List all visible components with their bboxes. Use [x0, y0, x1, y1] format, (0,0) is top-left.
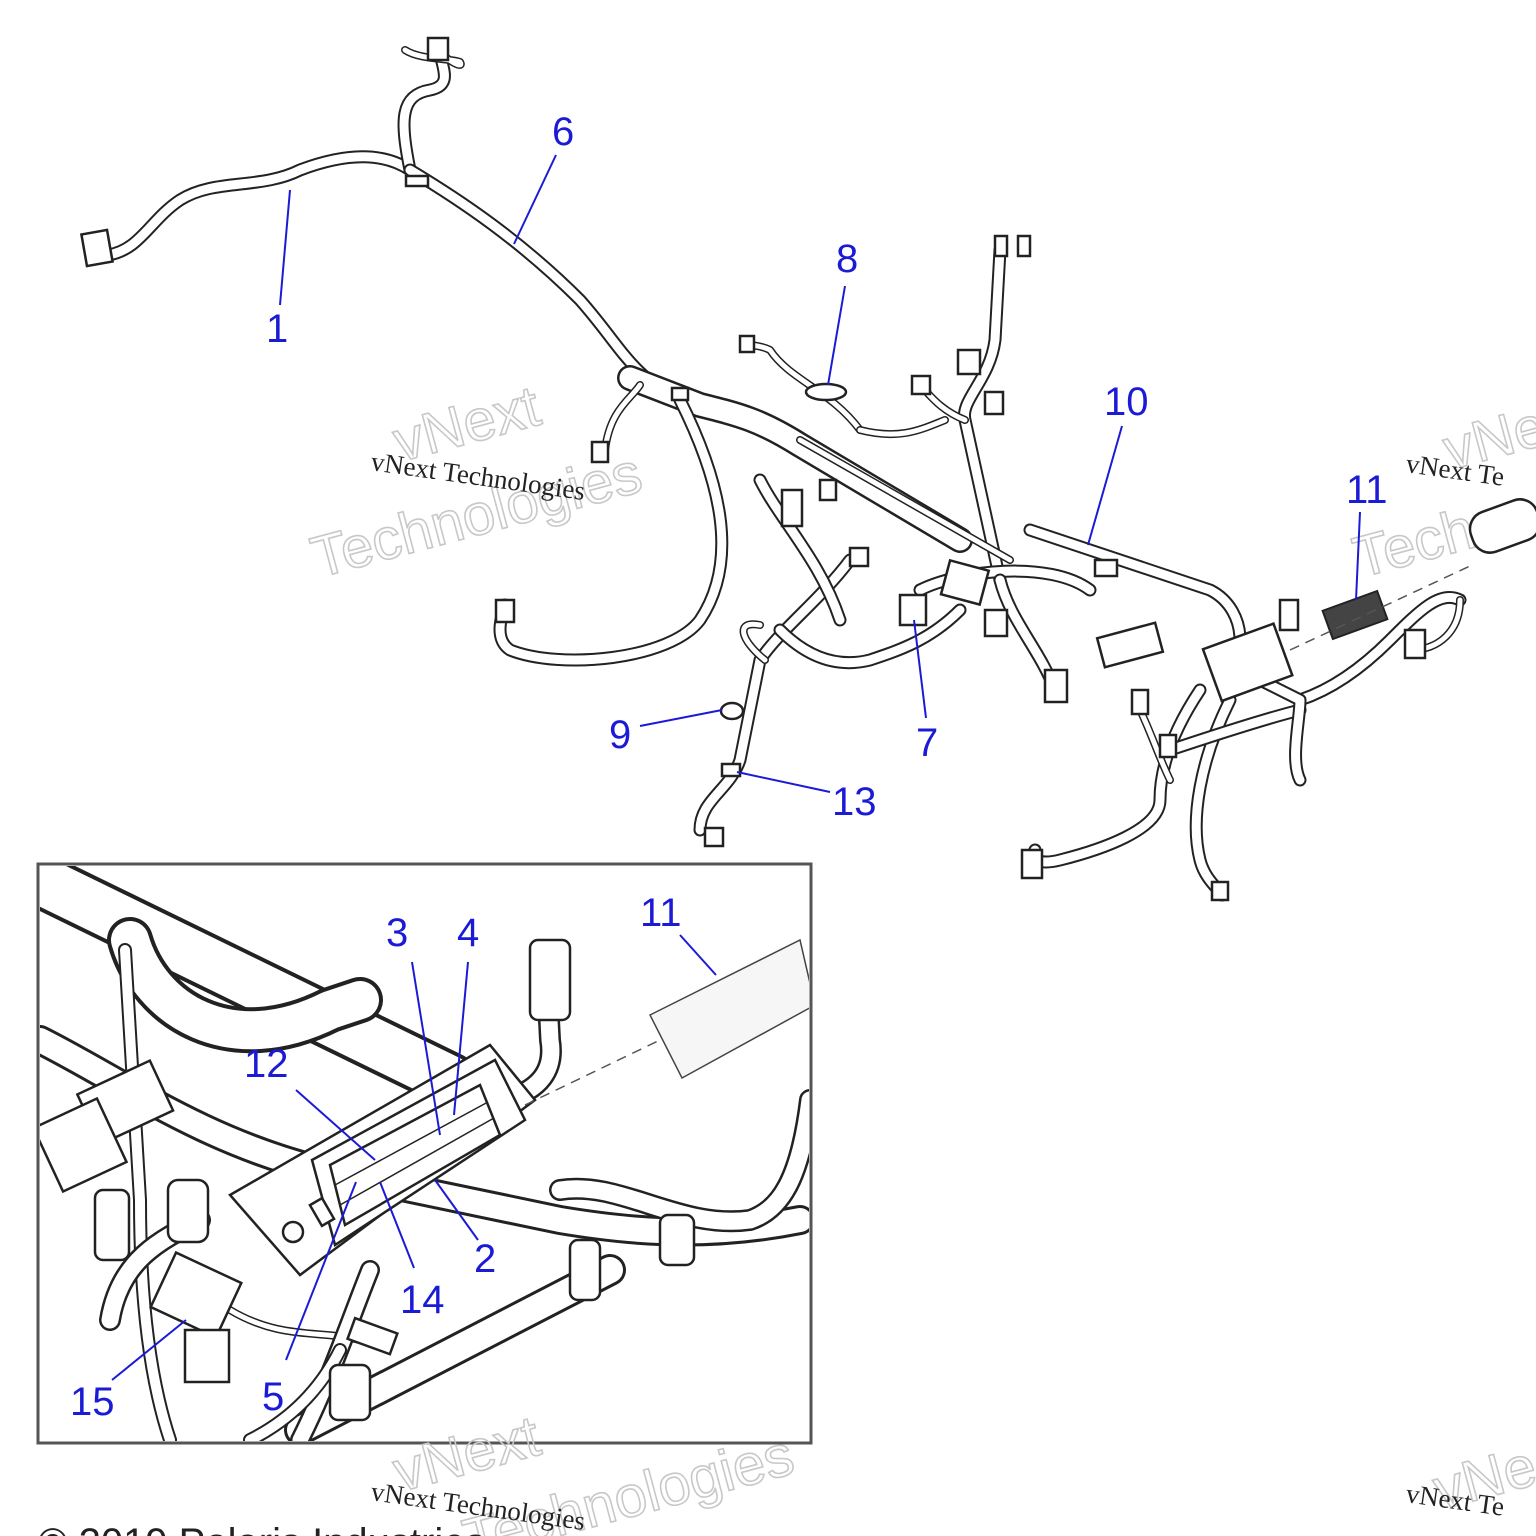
connector-far-right: [1403, 628, 1427, 660]
callout-10: 10: [1104, 380, 1149, 424]
connector-edge-right: [1468, 498, 1536, 554]
callout-9: 9: [609, 713, 631, 757]
connector-left-bundle-b: [818, 478, 838, 502]
connector-bottom-right-b: [1210, 880, 1230, 902]
callout-14: 14: [400, 1278, 445, 1322]
connector-10: [1093, 558, 1119, 578]
callout-1: 1: [266, 307, 288, 351]
footer-copyright: © 2019 Polaris Industries: [38, 1521, 485, 1536]
connector-top-right-a: [993, 234, 1009, 258]
center-junction: [939, 558, 991, 607]
clip-tie-b: [670, 386, 690, 402]
callout-8: 8: [836, 237, 858, 281]
callout-2: 2: [474, 1237, 496, 1281]
inset-detail: 3 4 11 12 2 14 15 5: [36, 862, 813, 1445]
connector-bottom-left: [494, 598, 516, 624]
inset-connector-left-b: [40, 1096, 129, 1194]
inset-decal-11: [648, 938, 809, 1080]
relay-block-b: [910, 374, 932, 396]
callout-12: 12: [244, 1042, 289, 1086]
inset-mount-hole: [281, 1220, 305, 1244]
inset-clip-lower: [328, 1363, 372, 1422]
relay-block-c: [983, 390, 1005, 416]
watermark-group-top: vNext Technologies vNext Technologies: [304, 373, 649, 592]
connector-bottom-right-a: [1020, 848, 1044, 880]
inset-connector-vertical: [93, 1188, 131, 1262]
clip-tie-a: [404, 174, 430, 188]
clip-9: [719, 701, 745, 721]
callout-13: 13: [832, 780, 877, 824]
relay-cluster: [1095, 621, 1165, 669]
connector-top: [426, 36, 450, 62]
connector-upper-left: [79, 228, 115, 268]
connector-right-c: [1130, 688, 1150, 716]
connector-13: [703, 826, 725, 848]
connector-fuse-right: [1278, 598, 1300, 632]
connector-center-b: [983, 608, 1009, 638]
callout-5: 5: [262, 1375, 284, 1419]
main-harness: [101, 43, 1467, 902]
connector-7: [898, 593, 928, 627]
connector-small-left: [590, 440, 610, 464]
connector-branch-8: [738, 334, 756, 354]
inset-clip-left: [166, 1178, 210, 1244]
callout-6: 6: [552, 110, 574, 154]
inset-ground-lug: [345, 1316, 399, 1356]
inset-dash-line: [524, 1039, 661, 1106]
callout-11-main: 11: [1346, 468, 1388, 512]
inset-clip-bottom: [568, 1238, 602, 1302]
clip-8: [804, 382, 848, 402]
callout-4: 4: [457, 911, 479, 955]
inset-clip-right: [658, 1213, 696, 1267]
callout-3: 3: [386, 911, 408, 955]
connector-center-bottom: [1043, 668, 1069, 704]
connector-left-bundle-c: [848, 546, 870, 568]
watermark-mono-bottom-group: vNext Technologies vNext Te: [369, 1476, 1506, 1536]
inset-bracket-slot: [308, 1196, 336, 1228]
main-callouts: 1 6 8 10 11 9 7 13: [266, 110, 1388, 824]
fuse-box: [1201, 622, 1294, 703]
connector-right-d: [1158, 733, 1178, 759]
callout-11-inset: 11: [640, 891, 682, 935]
inset-connector-top: [528, 938, 572, 1022]
connector-top-right-b: [1016, 234, 1032, 258]
relay-block-a: [956, 348, 982, 376]
fuse-label-decal: [1321, 589, 1389, 641]
connector-left-bundle: [780, 488, 804, 528]
inset-relay-base: [183, 1328, 231, 1384]
callout-15: 15: [70, 1380, 115, 1424]
clip-13: [720, 762, 742, 778]
callout-7: 7: [916, 721, 938, 765]
main-connectors: [79, 36, 1536, 902]
